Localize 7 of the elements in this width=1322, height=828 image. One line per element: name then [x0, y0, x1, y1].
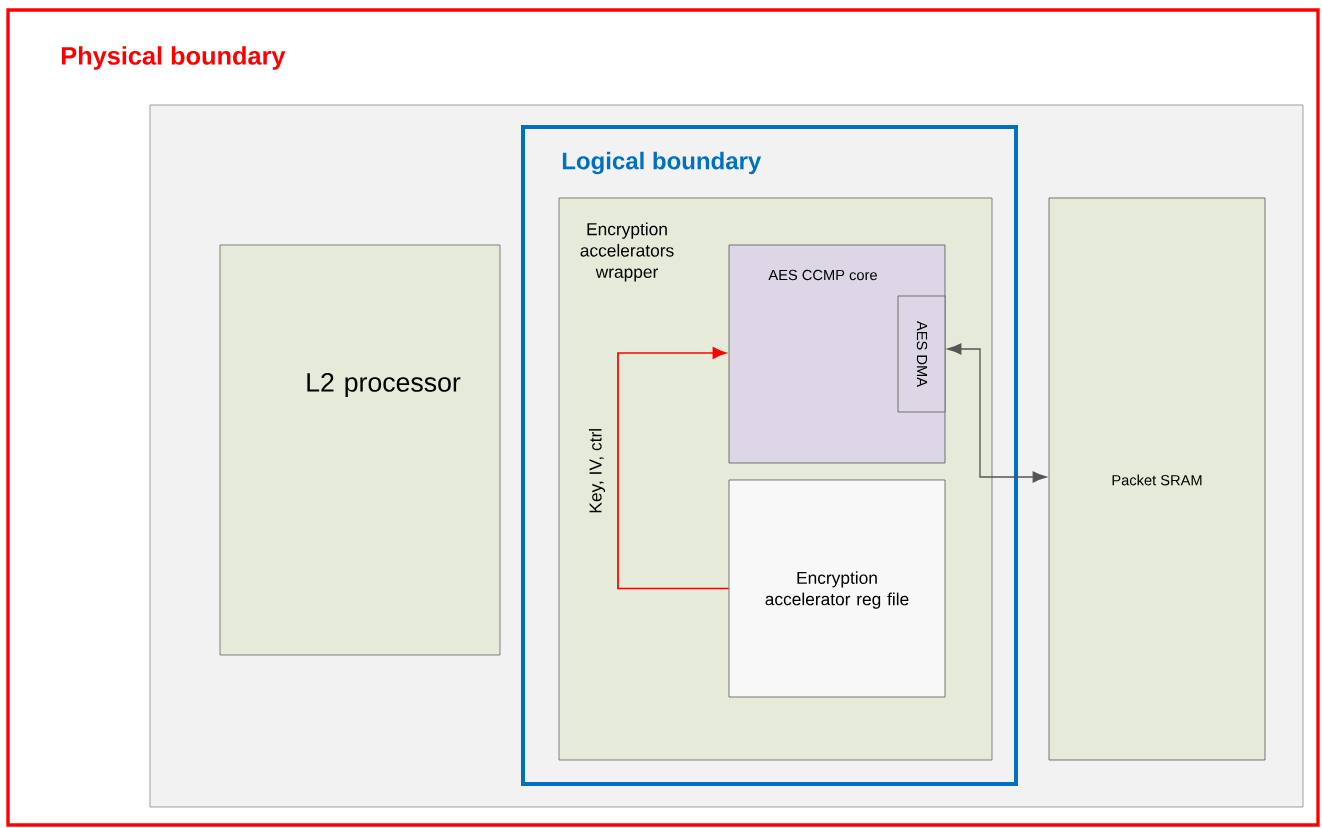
arrow — [617, 347, 730, 590]
processor-box: L2 processor — [219, 244, 501, 656]
edge-label: Key, IV, ctrl — [588, 429, 606, 513]
memory-box: Packet SRAM — [1048, 197, 1266, 761]
arrow — [947, 343, 1047, 483]
dma-box: AES DMA — [897, 295, 946, 413]
register-file-box: Encryption accelerator reg file — [728, 479, 946, 698]
